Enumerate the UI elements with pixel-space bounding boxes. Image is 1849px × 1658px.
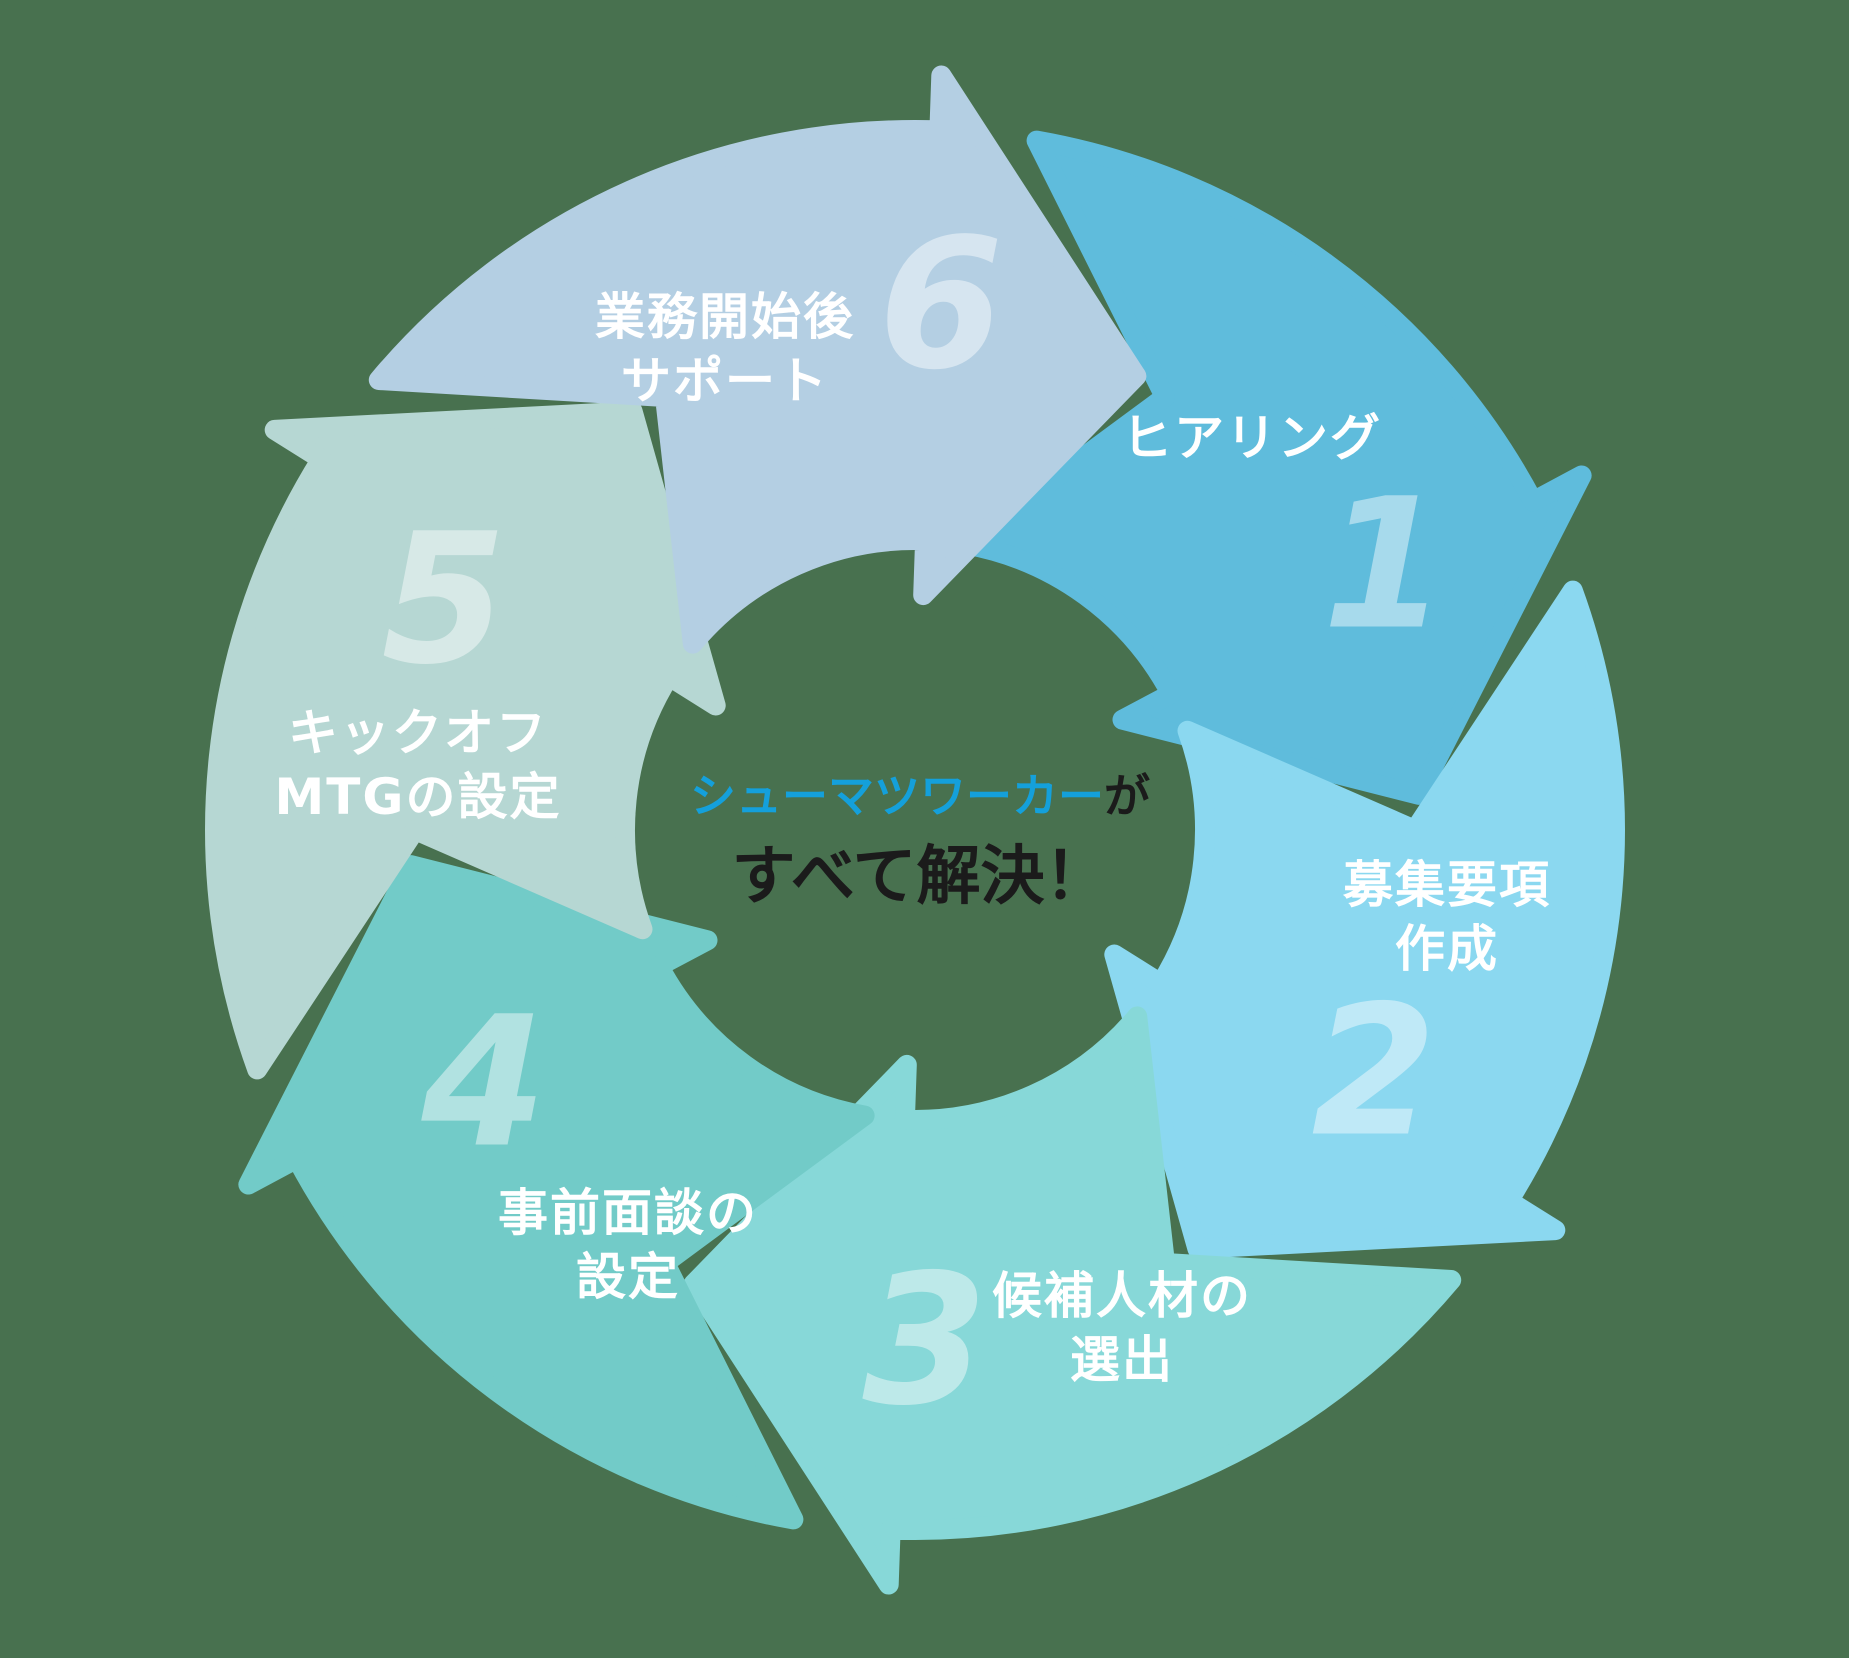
step-number-2: 2: [1311, 968, 1436, 1177]
step-number-1: 1: [1322, 461, 1447, 670]
step-label-1-line1: ヒアリング: [1122, 409, 1382, 467]
step-label-6-line2: サポート: [621, 352, 829, 410]
center-message-line2: すべて解決！: [732, 840, 1109, 914]
cycle-arrow-step-3: [683, 1006, 1462, 1595]
cycle-arrow-step-4: [238, 855, 875, 1530]
center-brand-text: シューマツワーカー: [690, 769, 1104, 823]
cycle-arrow-step-1: [955, 130, 1592, 805]
step-label-5-line1: キックオフ: [288, 704, 548, 762]
step-number-5: 5: [381, 496, 506, 705]
step-label-2-line1: 募集要項: [1342, 856, 1551, 914]
step-label-4-line1: 事前面談の: [498, 1184, 758, 1242]
step-label-6-line1: 業務開始後: [595, 288, 855, 346]
step-label-2-line2: 作成: [1395, 920, 1499, 978]
center-particle-text: が: [1104, 769, 1150, 823]
step-number-6: 6: [878, 201, 1003, 410]
cycle-arrow-step-5: [205, 401, 726, 1080]
step-label-3-line1: 候補人材の: [992, 1267, 1252, 1325]
center-message-line1: シューマツワーカーが: [690, 769, 1150, 823]
cycle-arrow-step-6: [368, 65, 1147, 654]
step-label-4-line2: 設定: [576, 1248, 680, 1306]
step-number-4: 4: [420, 979, 546, 1188]
step-label-5-line2: MTGの設定: [275, 768, 562, 826]
step-number-3: 3: [862, 1237, 987, 1446]
cycle-arrow-step-2: [1104, 580, 1625, 1259]
step-label-3-line2: 選出: [1070, 1331, 1174, 1389]
